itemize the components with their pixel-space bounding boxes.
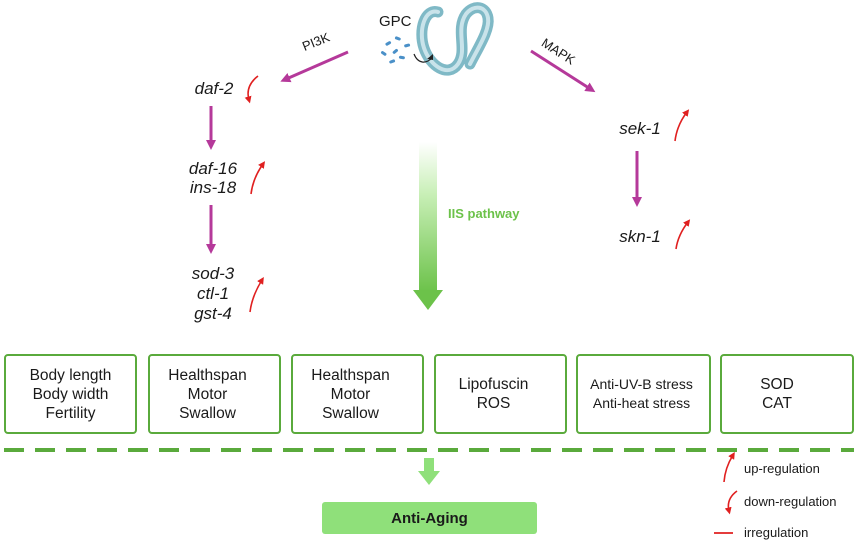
box6-line2: CAT [762,395,792,412]
box3-line1: Healthspan [311,366,390,384]
gene-sod-3: sod-3 [191,264,235,283]
legend-up-label: up-regulation [744,461,820,476]
gene-gst-4: gst-4 [194,304,232,323]
effect-box-body: Body length Body width Fertility [4,354,137,434]
legend-down-arrow [724,490,738,515]
box6-line1: SOD [760,376,794,393]
sek1-up-arrow [674,109,690,142]
gene-daf-2: daf-2 [194,79,234,98]
gene-ctl-1: ctl-1 [196,284,230,303]
box3-line3: Swallow [322,404,379,422]
box5-line1: Anti-UV-B stress [590,376,693,392]
gpc-particles-icon [380,36,411,64]
box3-line2: Motor [330,385,371,403]
gene-ins-18: ins-18 [189,178,237,197]
skn1-up-arrow [675,219,691,250]
iis-pathway-label: IIS pathway [448,206,520,221]
box2-line2: Motor [187,385,228,403]
gpc-label: GPC [379,13,412,30]
box2-line1: Healthspan [168,366,247,384]
effect-box-healthspan-2: Healthspan Motor Swallow [291,354,424,434]
effect-box-lipofuscin: Lipofuscin ROS [434,354,567,434]
effect-box-stress: Anti-UV-B stress Anti-heat stress [576,354,711,434]
box5-line2: Anti-heat stress [592,395,691,411]
iis-pathway-arrow [413,142,443,310]
gene-sek-1: sek-1 [619,119,661,138]
box4-line1: Lipofuscin [458,376,529,393]
sod3-up-arrow [249,277,264,313]
legend-down-label: down-regulation [744,494,837,509]
to-outcome-arrow [418,458,440,485]
mapk-arrow [530,49,596,93]
box1-line3: Fertility [45,404,96,422]
effect-box-healthspan-1: Healthspan Motor Swallow [148,354,281,434]
pi3k-arrow [280,50,349,83]
legend-up-arrow [723,452,735,483]
daf16-up-arrow [250,161,266,195]
worm-icon [416,2,494,76]
daf2-down-arrow [244,75,259,104]
box4-line2: ROS [476,395,511,412]
ingestion-arrowhead [427,54,433,60]
box1-line2: Body width [32,385,109,403]
gene-daf-16: daf-16 [188,159,238,178]
anti-aging-outcome: Anti-Aging [322,502,537,534]
effect-box-enzymes: SOD CAT [720,354,854,434]
box1-line1: Body length [29,366,112,384]
box2-line3: Swallow [179,404,236,422]
gene-skn-1: skn-1 [619,227,661,246]
legend-irregulation-label: irregulation [744,525,809,540]
